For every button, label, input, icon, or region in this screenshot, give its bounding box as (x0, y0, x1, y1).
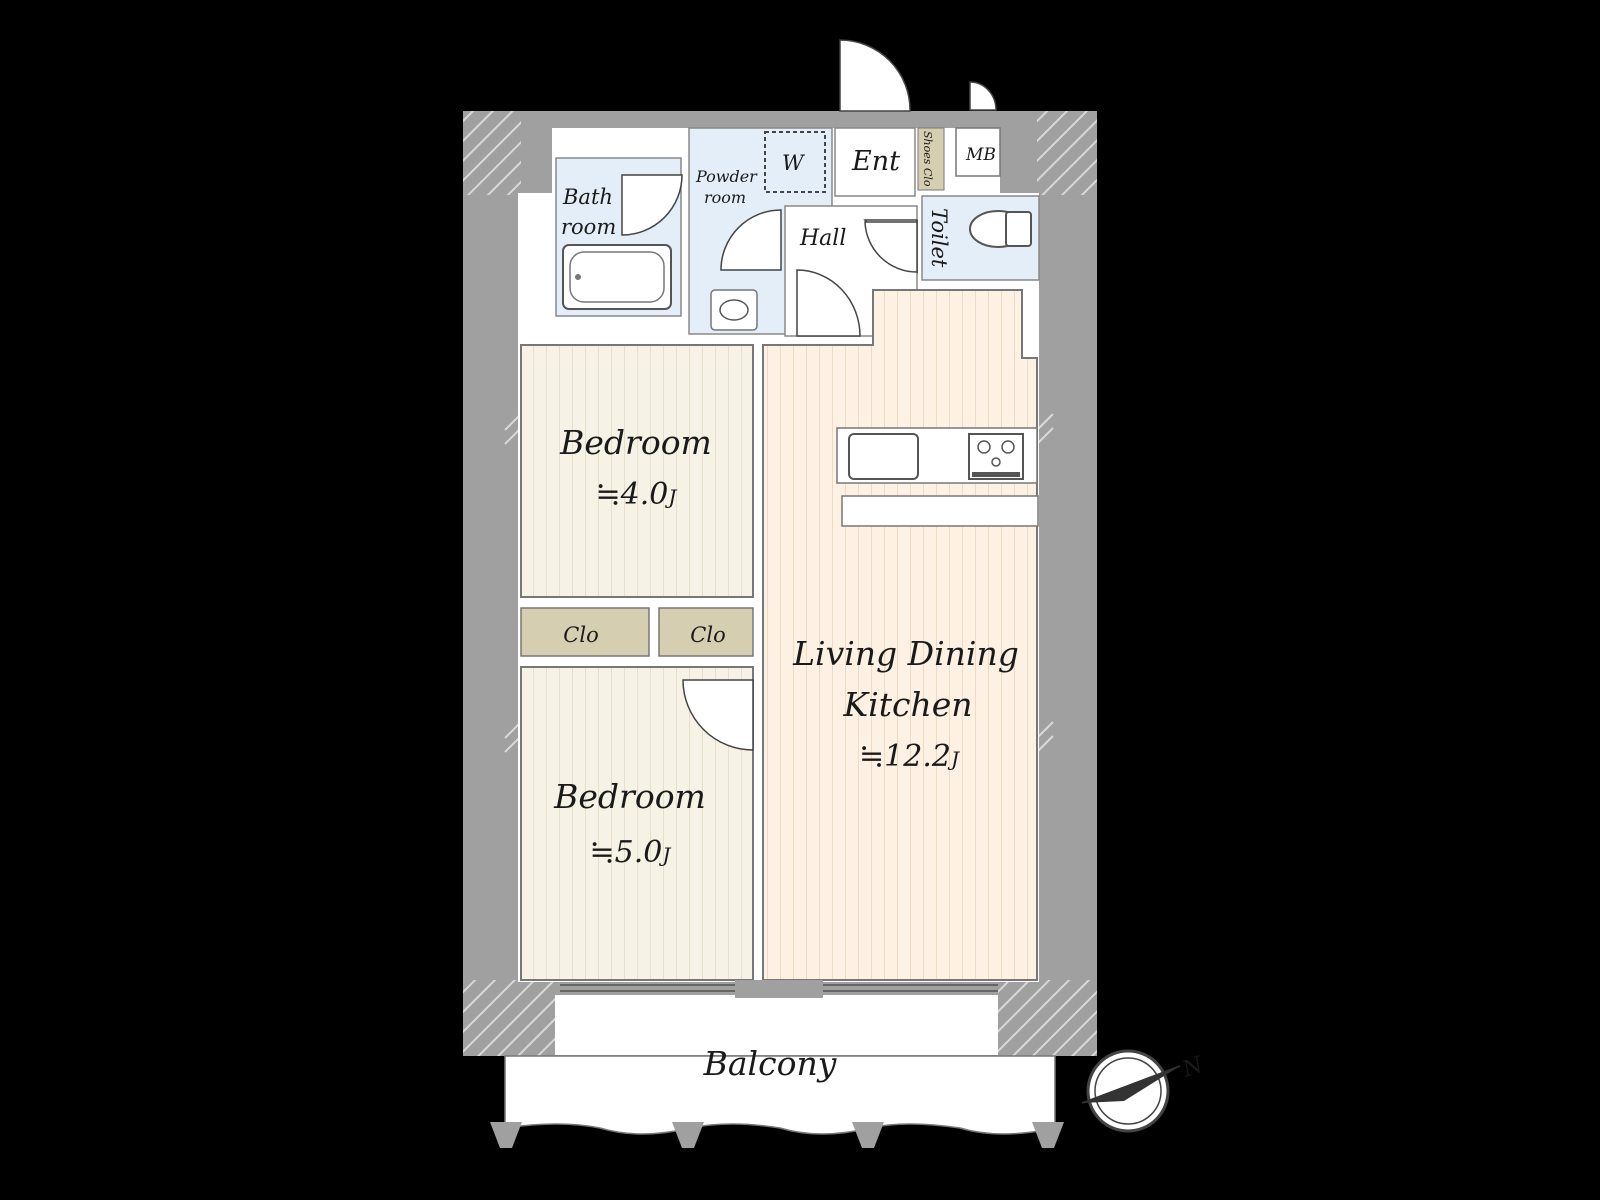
ldk-label-line2: Kitchen (843, 685, 973, 724)
bedroom-1-size: ≒4.0J (596, 477, 678, 512)
toilet-label: Toilet (927, 208, 951, 268)
structural-columns (463, 111, 1097, 1056)
entrance-label: Ent (851, 146, 900, 177)
entry-door[interactable] (839, 39, 911, 112)
washer-space (764, 131, 826, 193)
north-compass-icon: N (1081, 1049, 1207, 1133)
toilet-door[interactable] (863, 219, 918, 274)
room-labels: Bath room Powder room W Ent Shoes Clo MB… (553, 131, 1019, 1083)
bathroom-door[interactable] (621, 174, 683, 236)
ldk-size: ≒12.2J (859, 739, 960, 774)
powder-room-label-2: room (704, 188, 746, 207)
closet-2-box (658, 607, 754, 657)
toilet-bowl-icon (969, 210, 1032, 248)
bedroom-1-floor (520, 344, 754, 598)
bedroom-1-name: Bedroom (559, 423, 712, 462)
shoes-closet-box (917, 127, 945, 191)
bedroom-2-door[interactable] (682, 679, 754, 751)
closet-1-box (520, 607, 650, 657)
closet-2-label: Clo (690, 623, 725, 647)
ldk-label-line1: Living Dining (792, 634, 1019, 673)
entrance-floor (834, 127, 916, 197)
bedroom-2-size: ≒5.0J (590, 835, 672, 870)
meter-box-label: MB (965, 145, 996, 165)
closet-1-label: Clo (563, 623, 598, 647)
powder-room-label: Powder (695, 167, 758, 186)
balcony-area (490, 995, 1064, 1148)
kitchen-sink-icon (848, 433, 919, 480)
hall-label: Hall (799, 226, 846, 251)
balcony-windows (560, 980, 998, 998)
meter-box-outline (955, 127, 1001, 177)
balcony-label: Balcony (703, 1044, 837, 1083)
stove-icon (968, 433, 1024, 480)
powder-room-door[interactable] (720, 209, 782, 271)
bathroom-label: Bath (562, 185, 613, 209)
shoes-closet-label: Shoes Clo (921, 131, 934, 187)
hall-door[interactable] (796, 269, 861, 337)
bedroom-2-name: Bedroom (553, 777, 706, 816)
meter-box-door[interactable] (969, 81, 997, 111)
washer-label: W (782, 151, 806, 175)
bathroom-label-2: room (561, 215, 616, 239)
kitchen-counter (836, 427, 1039, 527)
